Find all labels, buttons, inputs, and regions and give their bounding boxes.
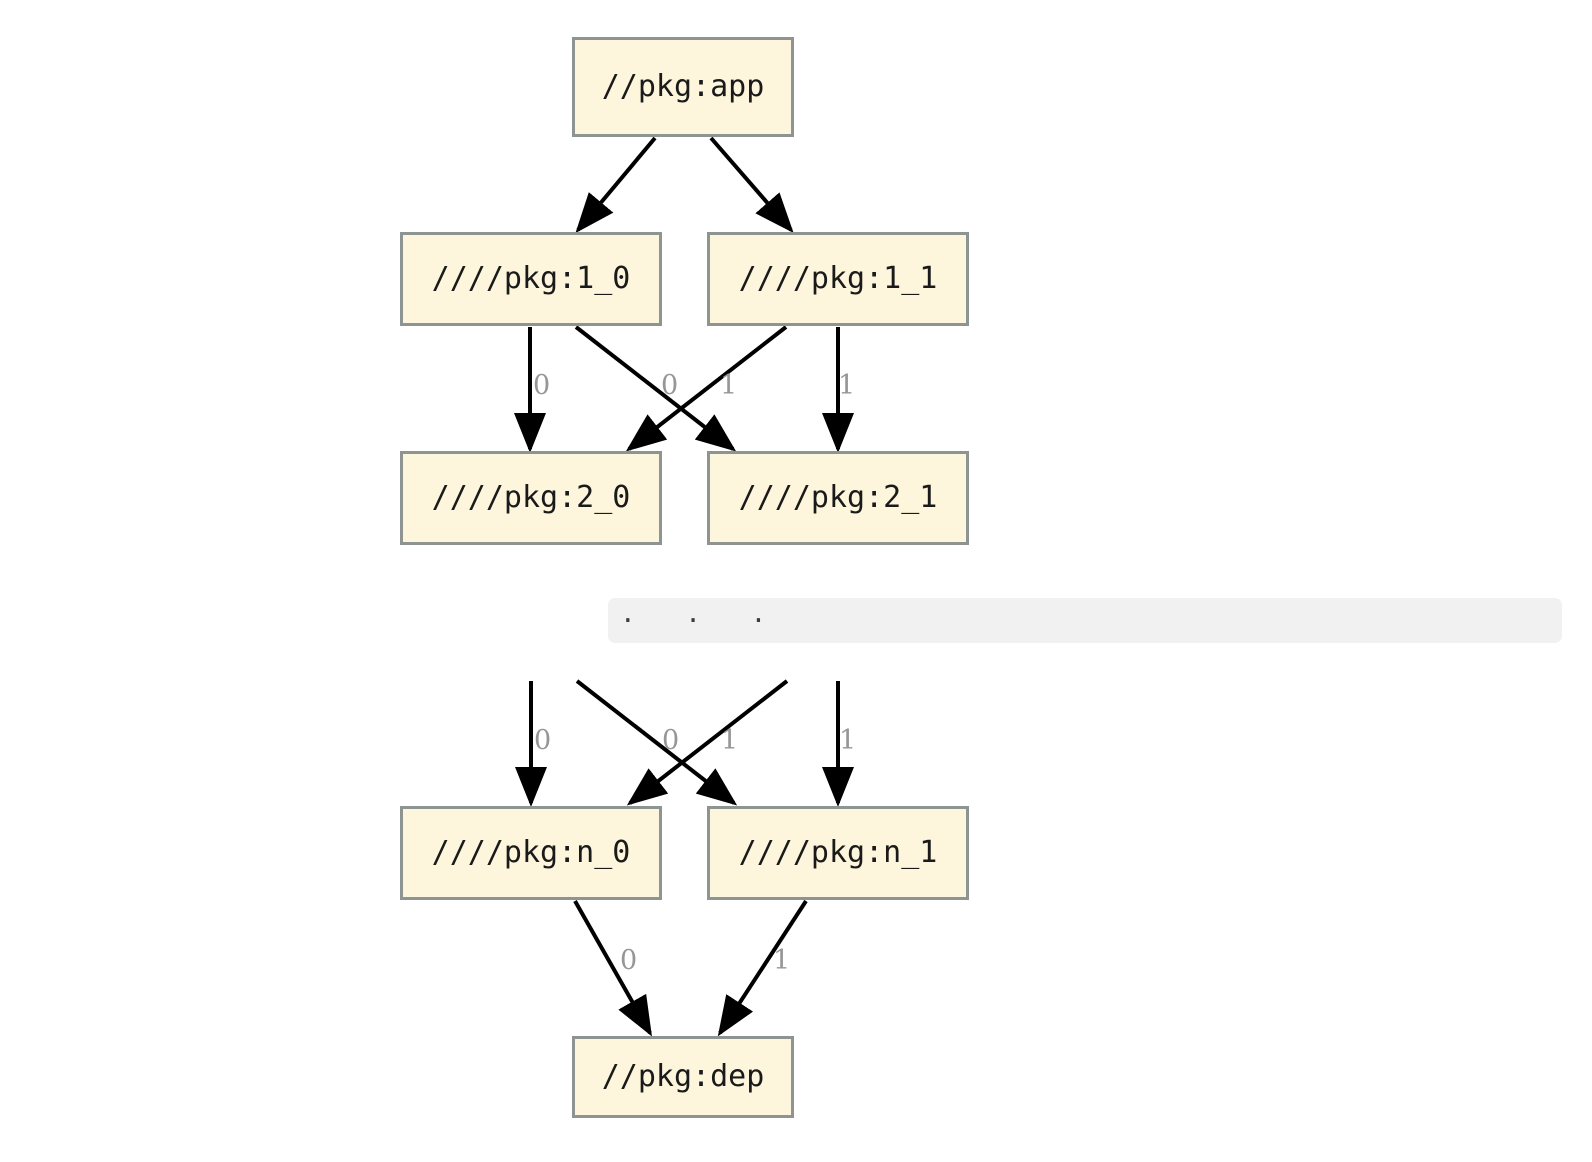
node-label: //pkg:app xyxy=(601,69,765,104)
graph-node-app[interactable]: //pkg:app xyxy=(572,37,794,137)
edge-label-4: 1 xyxy=(720,370,738,401)
node-label: ////pkg:n_1 xyxy=(738,835,938,870)
graph-edge-1 xyxy=(709,136,794,234)
node-label: ////pkg:2_0 xyxy=(431,480,631,515)
node-label: ////pkg:1_1 xyxy=(738,261,938,296)
edge-label-5: 1 xyxy=(838,370,856,401)
edge-label-9: 1 xyxy=(839,725,857,756)
edge-label-6: 0 xyxy=(534,725,552,756)
edge-label-7: 0 xyxy=(662,725,680,756)
edge-label-3: 0 xyxy=(661,370,679,401)
graph-edge-10 xyxy=(573,900,652,1037)
edge-label-10: 0 xyxy=(620,945,638,976)
graph-node-nn_1[interactable]: ////pkg:n_1 xyxy=(707,806,969,900)
graph-edge-0 xyxy=(575,136,657,234)
node-label: //pkg:dep xyxy=(601,1059,765,1094)
edge-label-2: 0 xyxy=(533,370,551,401)
graph-node-n2_1[interactable]: ////pkg:2_1 xyxy=(707,451,969,545)
graph-node-nn_0[interactable]: ////pkg:n_0 xyxy=(400,806,662,900)
graph-edge-4 xyxy=(625,325,788,452)
graph-node-n1_0[interactable]: ////pkg:1_0 xyxy=(400,232,662,326)
node-label: ////pkg:2_1 xyxy=(738,480,938,515)
graph-edge-7 xyxy=(575,679,738,806)
graph-edge-8 xyxy=(626,679,789,806)
graph-edge-3 xyxy=(574,325,737,452)
node-label: ////pkg:1_0 xyxy=(431,261,631,296)
edge-label-11: 1 xyxy=(773,945,791,976)
node-label: ////pkg:n_0 xyxy=(431,835,631,870)
ellipsis-separator-band: · · · xyxy=(608,598,1562,643)
graph-edge-11 xyxy=(717,899,808,1037)
graph-node-dep[interactable]: //pkg:dep xyxy=(572,1036,794,1118)
edge-label-8: 1 xyxy=(721,725,739,756)
ellipsis-dots: · · · xyxy=(620,605,784,636)
graph-node-n1_1[interactable]: ////pkg:1_1 xyxy=(707,232,969,326)
graph-node-n2_0[interactable]: ////pkg:2_0 xyxy=(400,451,662,545)
